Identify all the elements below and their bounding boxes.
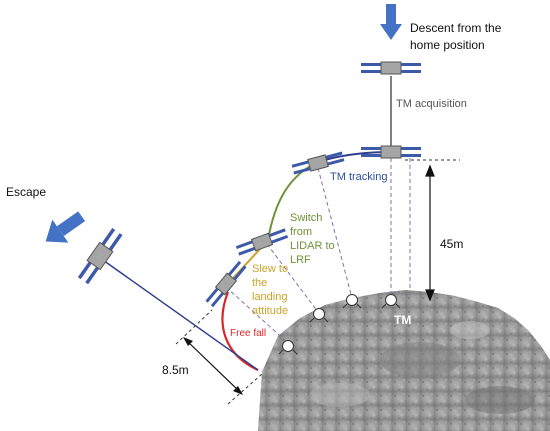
- offset-label: 8.5m: [162, 363, 189, 377]
- free-fall-label: Free fall: [230, 328, 266, 339]
- escape-path: [99, 257, 259, 371]
- descent-label-line1: Descent from the: [410, 21, 502, 35]
- spacecraft-tracking: [291, 151, 345, 175]
- switch-label-line4: LRF: [290, 254, 311, 266]
- offset-dimension: [175, 309, 263, 405]
- asteroid-surface: [258, 290, 550, 431]
- descent-arrow: [380, 4, 402, 40]
- tm-acquisition-label: TM acquisition: [396, 98, 467, 110]
- slew-label-line2: the: [252, 277, 267, 289]
- spacecraft-home: [361, 61, 421, 75]
- switch-label-line3: LIDAR to: [290, 240, 335, 252]
- escape-arrow: [45, 211, 86, 243]
- target-marker: [342, 294, 362, 309]
- sight-lines: [225, 158, 411, 344]
- altitude-arrow: [425, 164, 435, 302]
- tm-label: TM: [394, 313, 411, 327]
- spacecraft-acquisition: [361, 145, 421, 159]
- slew-label-line4: attitude: [252, 305, 288, 317]
- escape-label: Escape: [6, 185, 46, 199]
- tm-tracking-label: TM tracking: [330, 171, 387, 183]
- target-marker: [278, 340, 298, 355]
- switch-label-line1: Switch: [290, 212, 322, 224]
- descent-label-line2: home position: [410, 38, 485, 52]
- target-marker: [381, 294, 401, 309]
- spacecraft-slew: [205, 260, 247, 308]
- altitude-label: 45m: [440, 237, 463, 251]
- target-marker: [309, 308, 329, 323]
- spacecraft-switch: [235, 228, 289, 256]
- switch-label-line2: from: [290, 226, 312, 238]
- slew-label-line1: Slew to: [252, 263, 288, 275]
- spacecraft-escape: [77, 227, 123, 285]
- free-fall-path: [221, 291, 259, 372]
- slew-label-line3: landing: [252, 291, 287, 303]
